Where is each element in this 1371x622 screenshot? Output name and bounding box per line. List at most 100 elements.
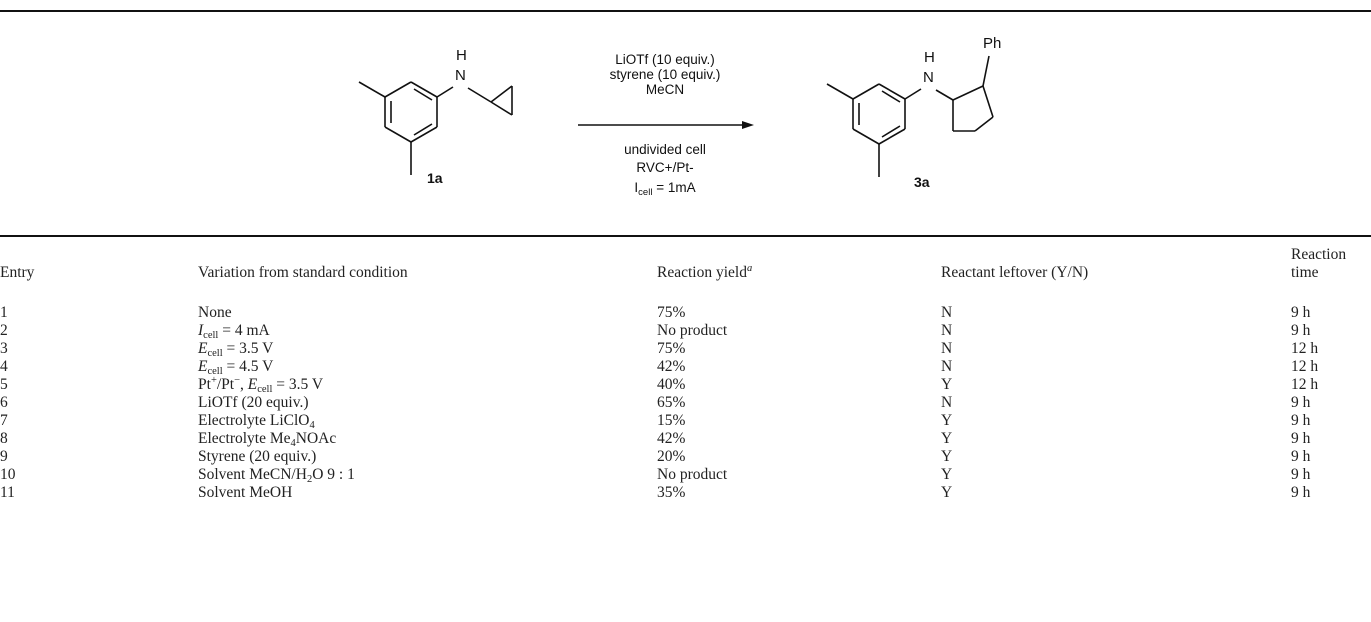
reactant-label: 1a [427, 170, 443, 186]
cell-leftover: Y [941, 448, 953, 465]
variation-electrode-a-sup: + [210, 375, 217, 386]
variation-symbol: E [198, 340, 208, 357]
variation-subscript: cell [203, 330, 219, 341]
cell-leftover: Y [941, 430, 953, 447]
reactant-nh-label: H [456, 47, 467, 64]
cell-entry: 11 [0, 484, 15, 501]
cell-time: 9 h [1291, 322, 1311, 339]
table-row: 9 Styrene (20 equiv.) 20% Y 9 h [0, 448, 1370, 466]
variation-subscript: cell [257, 384, 273, 395]
cell-leftover: N [941, 394, 953, 411]
conditions-above: LiOTf (10 equiv.) styrene (10 equiv.) Me… [610, 52, 721, 97]
cell-entry: 9 [0, 448, 8, 465]
cell-time: 12 h [1291, 358, 1319, 375]
cell-yield: 15% [657, 412, 686, 429]
cell-entry: 8 [0, 430, 8, 447]
condition-current: Icell = 1mA [634, 180, 695, 198]
reactant-n-label: N [455, 67, 466, 84]
scheme-bottom-rule [0, 235, 1371, 237]
table-row: 10 Solvent MeCN/H2O 9 : 1 No product Y 9… [0, 466, 1370, 485]
table-row: 1 None 75% N 9 h [0, 291, 1370, 322]
variation-subscript: 4 [309, 420, 315, 431]
cell-entry: 7 [0, 412, 8, 429]
variation-rest: = 4 mA [218, 322, 270, 339]
cell-yield: 35% [657, 484, 686, 501]
header-variation: Variation from standard condition [198, 264, 408, 281]
cell-variation: Solvent MeCN/H2O 9 : 1 [198, 466, 657, 485]
cell-time: 9 h [1291, 412, 1311, 429]
variation-symbol: E [198, 358, 208, 375]
cell-entry: 1 [0, 304, 8, 321]
table-row: 11 Solvent MeOH 35% Y 9 h [0, 484, 1370, 502]
reaction-arrow [578, 121, 754, 129]
table-row: 7 Electrolyte LiClO4 15% Y 9 h [0, 412, 1370, 431]
cell-variation: Solvent MeOH [198, 484, 293, 501]
cell-time: 12 h [1291, 376, 1319, 393]
variation-prefix: Electrolyte Me [198, 430, 291, 447]
product-structure [826, 55, 994, 177]
header-row: Entry Variation from standard condition … [0, 246, 1370, 291]
header-yield-text: Reaction yield [657, 264, 747, 281]
cell-leftover: N [941, 322, 953, 339]
variation-subscript: 4 [290, 438, 296, 449]
product-label: 3a [914, 174, 930, 190]
cell-time: 9 h [1291, 484, 1311, 501]
cell-leftover: N [941, 358, 953, 375]
header-leftover: Reactant leftover (Y/N) [941, 264, 1089, 281]
variation-subscript: cell [207, 348, 223, 359]
variation-rest: = 3.5 V [222, 340, 274, 357]
variation-electrode-a: Pt [198, 376, 211, 393]
cell-variation: Pt+/Pt−, Ecell = 3.5 V [198, 375, 657, 395]
top-rule [0, 10, 1371, 12]
variation-electrode-b-sup: − [234, 375, 241, 386]
variation-rest: = 3.5 V [272, 376, 324, 393]
table-row: 4 Ecell = 4.5 V 42% N 12 h [0, 358, 1370, 377]
conditions-below: undivided cell RVC+/Pt- Icell = 1mA [624, 142, 706, 198]
cell-variation: Electrolyte LiClO4 [198, 412, 657, 431]
header-time-line2: time [1291, 264, 1319, 281]
header-entry: Entry [0, 264, 35, 281]
table-row: 3 Ecell = 3.5 V 75% N 12 h [0, 340, 1370, 359]
cell-leftover: Y [941, 484, 953, 501]
table-row: 6 LiOTf (20 equiv.) 65% N 9 h [0, 394, 1370, 412]
condition-electrodes: RVC+/Pt- [636, 160, 693, 175]
condition-lioTf: LiOTf (10 equiv.) [615, 52, 715, 67]
cell-leftover: Y [941, 412, 953, 429]
condition-solvent: MeCN [646, 82, 684, 97]
cell-leftover: Y [941, 466, 953, 483]
cell-yield: 65% [657, 394, 686, 411]
cell-entry: 3 [0, 340, 8, 357]
header-yield: Reaction yielda [657, 246, 941, 291]
cell-entry: 6 [0, 394, 8, 411]
cell-entry: 2 [0, 322, 8, 339]
table-row: 2 Icell = 4 mA No product N 9 h [0, 322, 1370, 341]
variation-rest: = 4.5 V [222, 358, 274, 375]
header-time-line1: Reaction [1291, 246, 1347, 263]
table-row: 5 Pt+/Pt−, Ecell = 3.5 V 40% Y 12 h [0, 375, 1370, 395]
cell-time: 9 h [1291, 394, 1311, 411]
cell-yield: No product [657, 322, 728, 339]
cell-yield: 20% [657, 448, 686, 465]
cell-time: 12 h [1291, 340, 1319, 357]
cell-leftover: N [941, 340, 953, 357]
reaction-scheme-drawing: H N 1a LiOTf (10 equiv.) styrene (10 equ… [358, 35, 1001, 198]
cell-variation: None [198, 304, 232, 321]
condition-cell: undivided cell [624, 142, 706, 157]
variation-rest: O 9 : 1 [312, 466, 355, 483]
variation-separator: , [240, 376, 248, 393]
cell-variation: Electrolyte Me4NOAc [198, 430, 657, 449]
cell-yield: 75% [657, 340, 686, 357]
cell-yield: No product [657, 466, 728, 483]
cell-leftover: N [941, 304, 953, 321]
cell-yield: 40% [657, 376, 686, 393]
cell-variation: Ecell = 4.5 V [198, 358, 657, 377]
variation-symbol: E [247, 376, 258, 393]
cell-time: 9 h [1291, 448, 1311, 465]
table-row: 8 Electrolyte Me4NOAc 42% Y 9 h [0, 430, 1370, 449]
results-table: Entry Variation from standard condition … [0, 246, 1370, 502]
cell-yield: 75% [657, 304, 686, 321]
cell-entry: 10 [0, 466, 16, 483]
variation-electrode-b: /Pt [216, 376, 235, 393]
cell-variation: Icell = 4 mA [198, 322, 657, 341]
